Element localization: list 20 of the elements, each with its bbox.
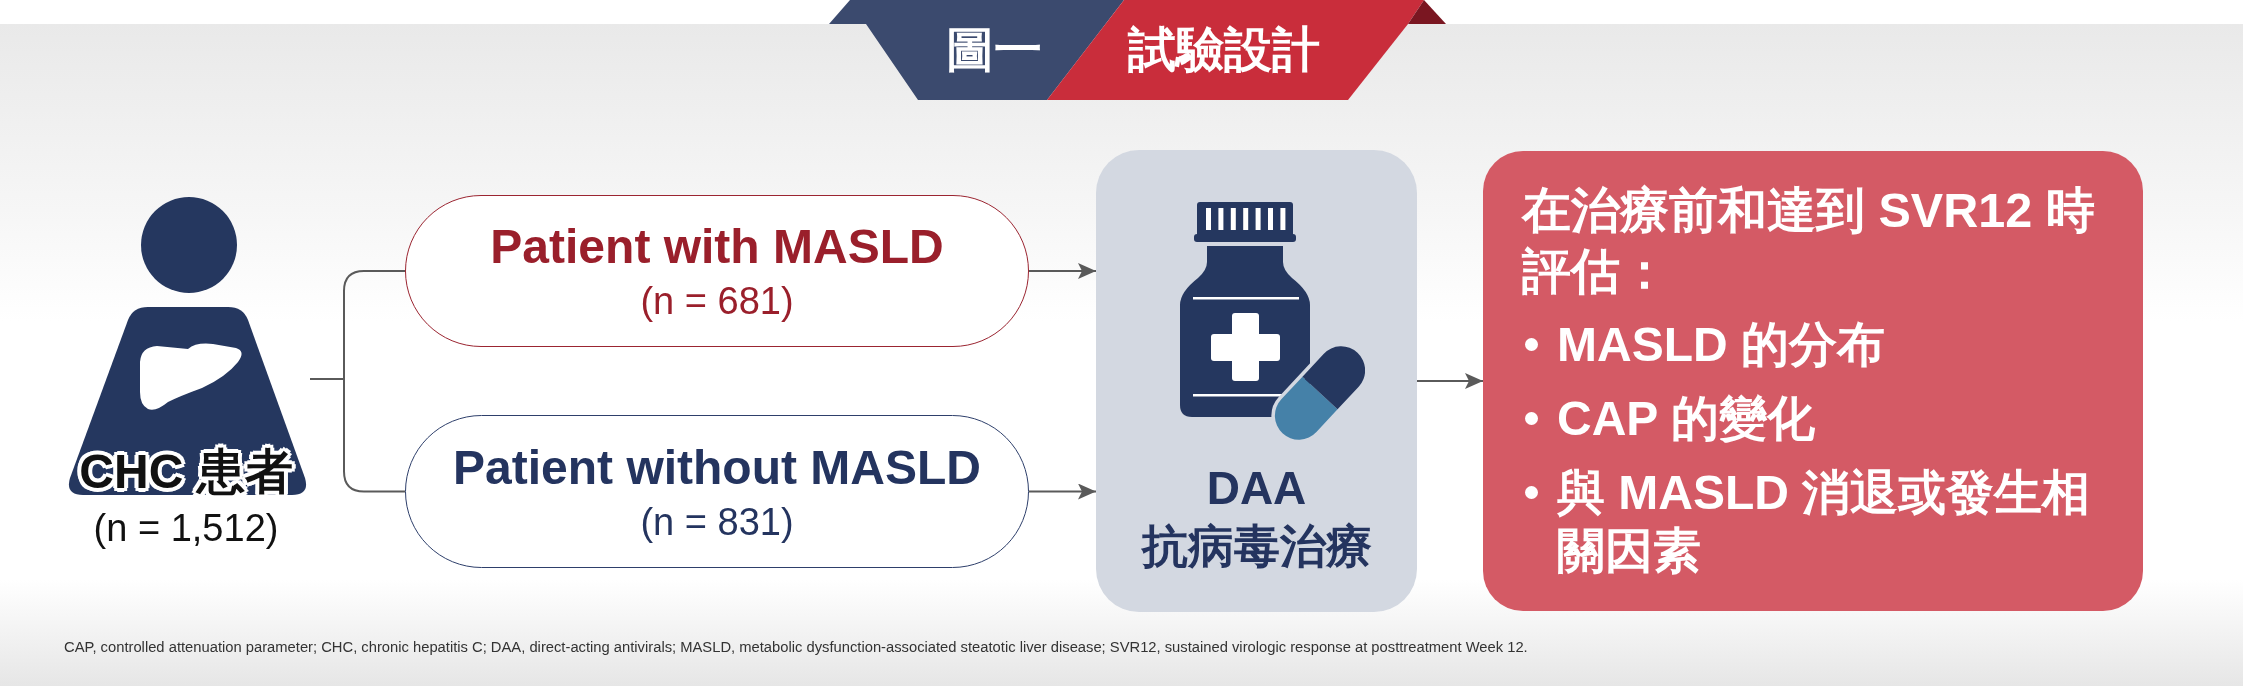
title: 試驗設計	[1128, 22, 1320, 78]
treatment-panel	[1096, 150, 1417, 612]
group-name: Patient with MASLD	[490, 219, 944, 275]
footnote: CAP, controlled attenuation parameter; CHC, chronic hepatitis C; DAA, direct-acting antivirals; MASLD, metabolic dysfunction-associated steatotic liver disease; SVR12, sustained virologic response at posttreatment Week 12.	[64, 638, 1528, 657]
arrow	[1028, 483, 1097, 500]
figure-number: 圖一	[946, 22, 1042, 78]
treatment-label: DAA 抗病毒治療	[1141, 461, 1372, 574]
outcome-item: 與 MASLD 消退或發生相關因素	[1557, 465, 2092, 579]
connector-line	[309, 378, 406, 493]
sample-size: (n = 681)	[640, 279, 794, 323]
outcome-heading: 在治療前和達到 SVR12 時評估：	[1522, 182, 2096, 300]
arrow	[1028, 263, 1097, 279]
outcome-item: CAP 的變化	[1557, 391, 1815, 447]
outcome-panel	[1483, 151, 2143, 611]
sample-size: (n = 1,512)	[93, 507, 279, 549]
sample-size: (n = 831)	[640, 499, 794, 544]
outcome-item: MASLD 的分布	[1557, 317, 1885, 373]
group-name: Patient without MASLD	[453, 439, 981, 496]
arrow	[1416, 373, 1484, 389]
group-label: CHC 患者	[79, 444, 293, 500]
